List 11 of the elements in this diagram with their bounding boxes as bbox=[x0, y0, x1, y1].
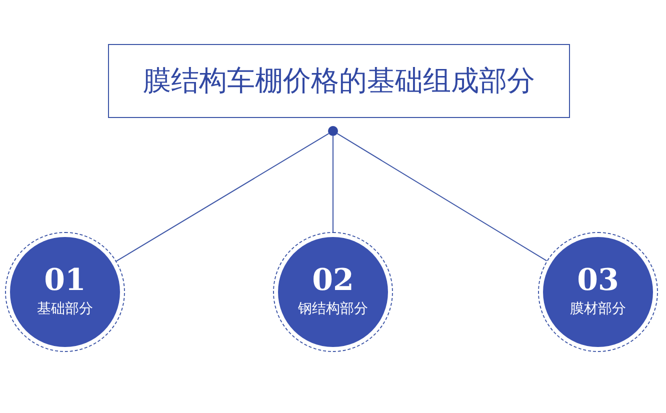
circle-label: 膜材部分 bbox=[570, 300, 626, 319]
connector-line bbox=[332, 136, 334, 232]
circle-label: 基础部分 bbox=[37, 300, 93, 319]
circle-number: 02 bbox=[312, 264, 354, 298]
title-box: 膜结构车棚价格的基础组成部分 bbox=[108, 44, 570, 118]
circle-number: 03 bbox=[577, 264, 619, 298]
connector-line bbox=[336, 133, 548, 262]
circle-number: 01 bbox=[44, 264, 86, 298]
connector-line bbox=[116, 133, 330, 262]
circle-label: 钢结构部分 bbox=[298, 300, 368, 319]
junction-dot bbox=[328, 126, 338, 136]
